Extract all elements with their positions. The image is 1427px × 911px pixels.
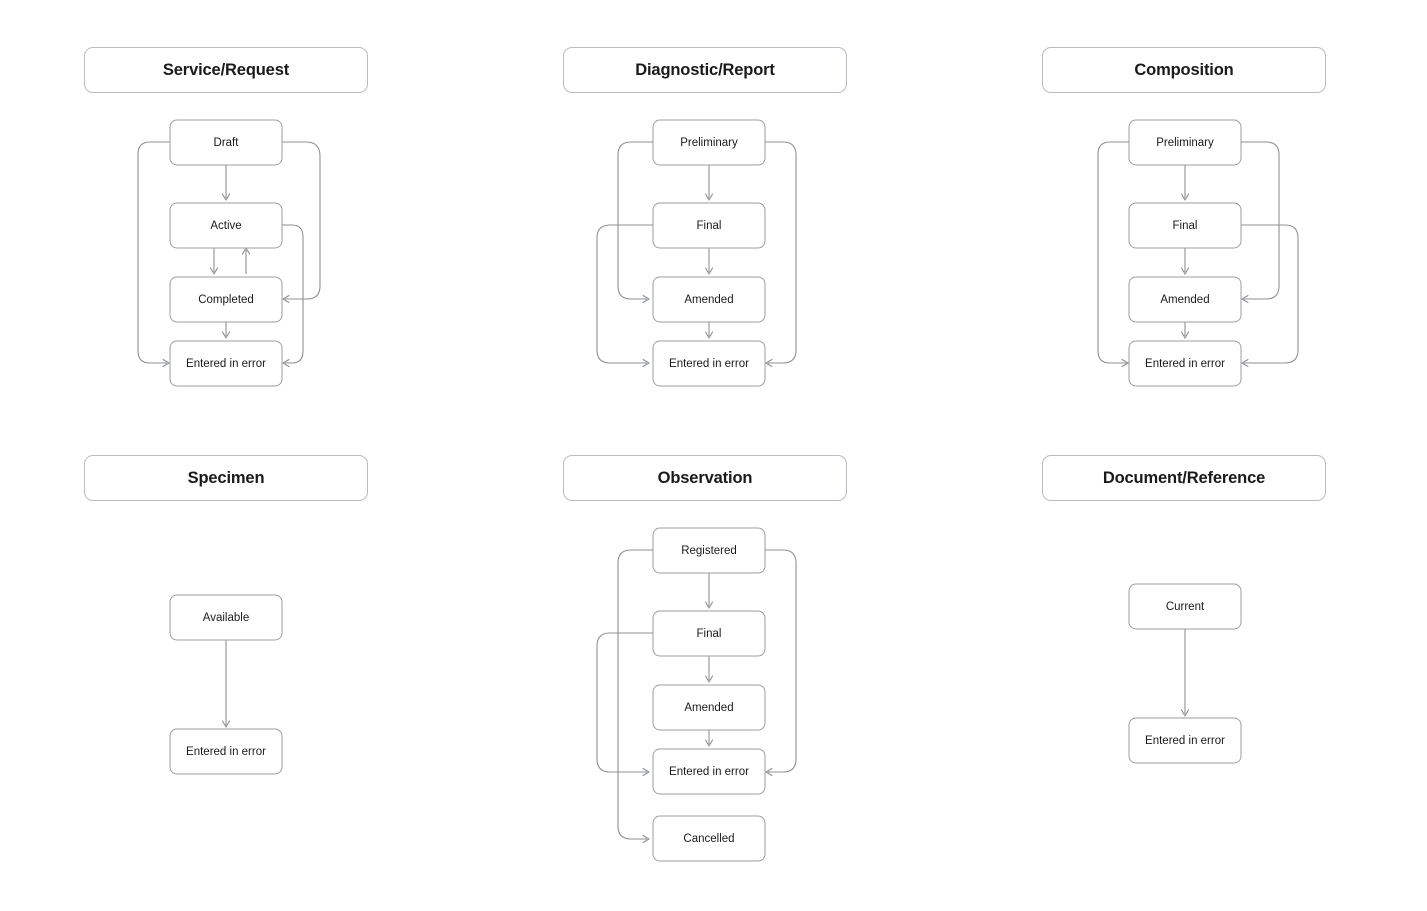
graph-diagnostic-report: Preliminary Final Amended Entered in err… xyxy=(596,119,797,387)
arrowhead-amended-to-error xyxy=(704,739,714,747)
state-node-preliminary[interactable]: Preliminary xyxy=(1128,119,1242,166)
panel-title-service-request: Service/Request xyxy=(84,47,368,93)
state-node-final[interactable]: Final xyxy=(1128,202,1242,249)
state-label-draft: Draft xyxy=(214,137,240,149)
arrowhead-active-to-error xyxy=(282,358,290,368)
arrowhead-final-to-error xyxy=(642,767,650,777)
state-node-completed[interactable]: Completed xyxy=(169,276,283,323)
arrowhead-final-to-error xyxy=(642,358,650,368)
arrowhead-preliminary-to-final xyxy=(1180,193,1190,201)
state-label-amended: Amended xyxy=(684,294,733,306)
state-node-amended[interactable]: Amended xyxy=(652,684,766,731)
edge-preliminary-to-amended xyxy=(1241,141,1280,300)
arrowhead-preliminary-to-amended xyxy=(1241,294,1249,304)
edge-draft-to-completed xyxy=(282,141,321,300)
arrowhead-final-to-amended xyxy=(704,267,714,275)
arrowhead-current-to-error xyxy=(1180,709,1190,717)
state-node-active[interactable]: Active xyxy=(169,202,283,249)
state-node-final[interactable]: Final xyxy=(652,610,766,657)
state-label-amended: Amended xyxy=(684,702,733,714)
state-label-amended: Amended xyxy=(1160,294,1209,306)
panel-title-observation: Observation xyxy=(563,455,847,501)
edge-preliminary-to-error xyxy=(765,141,797,364)
state-node-draft[interactable]: Draft xyxy=(169,119,283,166)
arrowhead-amended-to-error xyxy=(1180,331,1190,339)
graph-specimen: Available Entered in error xyxy=(169,594,283,775)
arrowhead-registered-to-cancelled xyxy=(642,834,650,844)
state-label-active: Active xyxy=(210,220,241,232)
state-node-entered-in-error[interactable]: Entered in error xyxy=(1128,717,1242,764)
panel-title-composition: Composition xyxy=(1042,47,1326,93)
arrowhead-final-to-amended xyxy=(704,675,714,683)
edge-final-to-error xyxy=(1241,224,1299,364)
state-label-preliminary: Preliminary xyxy=(680,137,738,149)
panel-title-specimen: Specimen xyxy=(84,455,368,501)
state-label-completed: Completed xyxy=(198,294,254,306)
state-node-available[interactable]: Available xyxy=(169,594,283,641)
state-label-registered: Registered xyxy=(681,545,737,557)
state-node-entered-in-error[interactable]: Entered in error xyxy=(652,748,766,795)
state-label-final: Final xyxy=(697,220,722,232)
edge-preliminary-to-amended xyxy=(617,141,653,300)
edge-registered-to-error xyxy=(765,549,797,773)
edge-preliminary-to-error xyxy=(1097,141,1129,364)
state-node-entered-in-error[interactable]: Entered in error xyxy=(652,340,766,387)
state-node-registered[interactable]: Registered xyxy=(652,527,766,574)
state-label-entered-in-error: Entered in error xyxy=(1145,358,1225,370)
arrowhead-preliminary-to-amended xyxy=(642,294,650,304)
graph-composition: Preliminary Final Amended Entered in err… xyxy=(1097,119,1299,387)
arrowhead-draft-to-error xyxy=(162,358,170,368)
edge-final-to-error xyxy=(596,632,653,773)
arrowhead-preliminary-to-final xyxy=(704,193,714,201)
state-label-entered-in-error: Entered in error xyxy=(186,358,266,370)
arrowhead-registered-to-error xyxy=(765,767,773,777)
arrowhead-active-to-completed xyxy=(209,267,219,275)
edge-registered-to-cancelled xyxy=(617,549,653,840)
arrowhead-preliminary-to-error xyxy=(765,358,773,368)
state-node-preliminary[interactable]: Preliminary xyxy=(652,119,766,166)
edge-final-to-error xyxy=(596,224,653,364)
state-label-entered-in-error: Entered in error xyxy=(669,358,749,370)
panel-title-document-reference: Document/Reference xyxy=(1042,455,1326,501)
graph-document-reference: Current Entered in error xyxy=(1128,583,1242,764)
state-node-entered-in-error[interactable]: Entered in error xyxy=(169,340,283,387)
state-label-final: Final xyxy=(697,628,722,640)
state-label-entered-in-error: Entered in error xyxy=(1145,735,1225,747)
arrowhead-amended-to-error xyxy=(704,331,714,339)
arrowhead-completed-to-error xyxy=(221,331,231,339)
state-node-amended[interactable]: Amended xyxy=(652,276,766,323)
panel-title-diagnostic-report: Diagnostic/Report xyxy=(563,47,847,93)
state-label-preliminary: Preliminary xyxy=(1156,137,1214,149)
state-node-entered-in-error[interactable]: Entered in error xyxy=(1128,340,1242,387)
arrowhead-preliminary-to-error xyxy=(1121,358,1129,368)
state-label-available: Available xyxy=(203,612,249,624)
arrowhead-final-to-error xyxy=(1241,358,1249,368)
arrowhead-available-to-error xyxy=(221,720,231,728)
state-node-entered-in-error[interactable]: Entered in error xyxy=(169,728,283,775)
state-node-current[interactable]: Current xyxy=(1128,583,1242,630)
state-label-current: Current xyxy=(1166,601,1205,613)
state-label-entered-in-error: Entered in error xyxy=(669,766,749,778)
arrowhead-final-to-amended xyxy=(1180,267,1190,275)
state-label-cancelled: Cancelled xyxy=(683,833,734,845)
edge-draft-to-error xyxy=(137,141,170,364)
graph-service-request: Draft Active Completed Entered in error xyxy=(137,119,321,387)
arrowhead-draft-to-completed xyxy=(282,294,290,304)
state-node-amended[interactable]: Amended xyxy=(1128,276,1242,323)
state-label-entered-in-error: Entered in error xyxy=(186,746,266,758)
graph-observation: Registered Final Amended Entered in erro… xyxy=(596,527,797,862)
state-label-final: Final xyxy=(1173,220,1198,232)
edge-active-to-error xyxy=(282,224,304,364)
state-node-cancelled[interactable]: Cancelled xyxy=(652,815,766,862)
arrowhead-registered-to-final xyxy=(704,601,714,609)
arrowhead-draft-to-active xyxy=(221,193,231,201)
state-node-final[interactable]: Final xyxy=(652,202,766,249)
